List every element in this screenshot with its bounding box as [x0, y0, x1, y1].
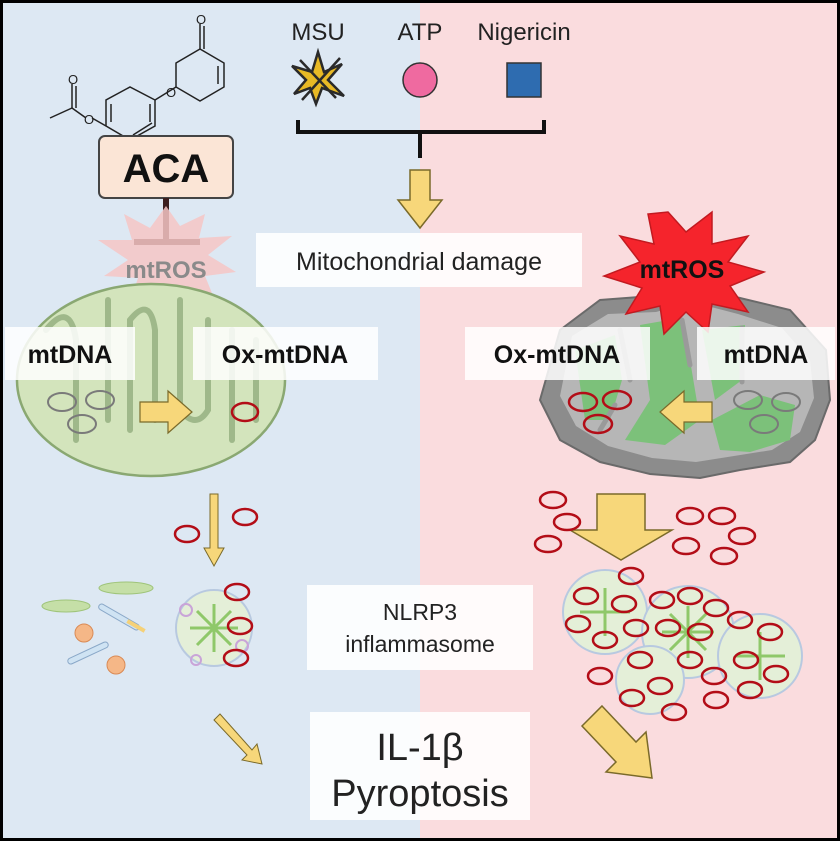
- aca-label: ACA: [123, 147, 210, 191]
- ester-oxygen-label: O: [84, 112, 94, 127]
- carbonyl-oxygen-label: O: [196, 12, 206, 27]
- right-oxidation-arrow: [659, 389, 713, 435]
- left-mtdna-box: [5, 327, 135, 380]
- left-inactive-nlrp3-components: [41, 581, 154, 675]
- acetyl-oxygen-label: O: [68, 72, 78, 87]
- right-mtros-label: mtROS: [640, 256, 725, 284]
- mito-damage-box: [256, 233, 582, 287]
- left-oxmtdna-box: [193, 327, 378, 380]
- mito-damage-label: Mitochondrial damage: [296, 248, 542, 276]
- ring-oxygen-label: O: [166, 85, 176, 100]
- left-released-oxmtdna: [173, 507, 259, 544]
- left-mtros-label: mtROS: [125, 257, 206, 284]
- nigericin-square-icon: [506, 62, 542, 98]
- left-oxmtdna-oval: [230, 401, 260, 423]
- right-mtdna-box: [697, 327, 835, 380]
- il1b-label: IL-1β: [376, 727, 463, 769]
- pyroptosis-label: Pyroptosis: [331, 773, 508, 815]
- right-oxmtdna-ovals: [567, 389, 633, 435]
- damage-arrow: [396, 169, 444, 230]
- atp-label: ATP: [398, 19, 443, 46]
- right-outcome-arrow: [580, 704, 653, 779]
- left-oxmtdna-label: Ox-mtDNA: [222, 341, 348, 369]
- left-release-arrow: [203, 493, 225, 568]
- msu-crystal-icon: [291, 47, 345, 108]
- msu-label: MSU: [291, 19, 344, 46]
- nlrp3-box: [307, 585, 533, 670]
- stimuli-bracket: [296, 120, 546, 158]
- outcome-box: [310, 712, 530, 820]
- right-nlrp3-inflammasomes: [562, 566, 803, 722]
- left-mtros-burst: [98, 206, 236, 308]
- nlrp3-label-line2: inflammasome: [345, 631, 495, 657]
- left-mtdna-ovals: [47, 390, 115, 434]
- left-mtdna-label: mtDNA: [28, 341, 113, 369]
- right-release-arrow: [567, 493, 675, 561]
- left-outcome-arrow: [213, 713, 263, 765]
- left-oxidation-arrow: [139, 389, 193, 435]
- right-oxmtdna-box: [465, 327, 650, 380]
- right-released-oxmtdna: [533, 490, 757, 566]
- right-oxmtdna-label: Ox-mtDNA: [494, 341, 620, 369]
- atp-circle-icon: [402, 62, 438, 98]
- left-nlrp3-inflammasome: [175, 582, 254, 668]
- right-mtros-burst: [601, 210, 767, 336]
- nigericin-label: Nigericin: [477, 19, 570, 46]
- nlrp3-label-line1: NLRP3: [383, 599, 457, 625]
- aca-chemical-structure: [49, 24, 225, 141]
- right-mtdna-label: mtDNA: [724, 341, 809, 369]
- right-mtdna-ovals: [733, 390, 801, 434]
